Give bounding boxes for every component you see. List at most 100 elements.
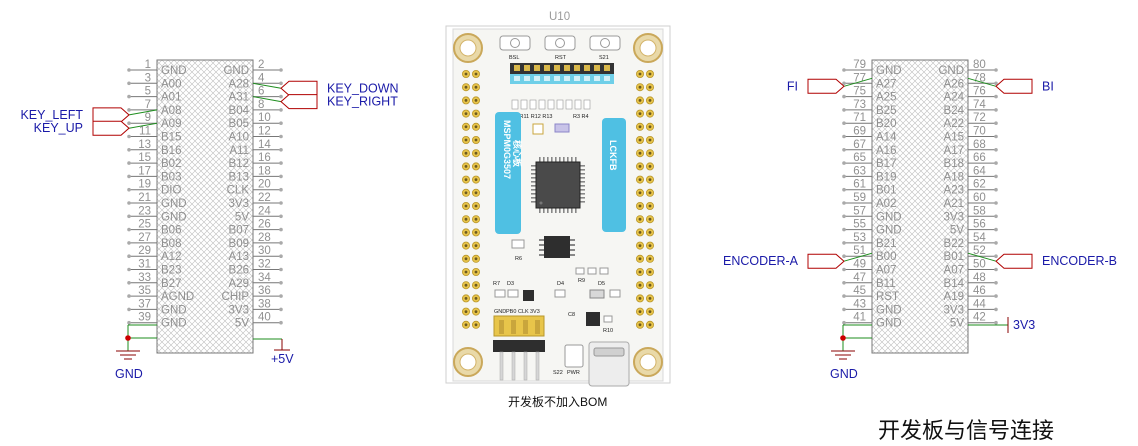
- pin-number: 37: [138, 298, 151, 310]
- pin-number: 25: [138, 219, 151, 231]
- pin-name: B01: [876, 185, 896, 197]
- pin-name: AGND: [161, 291, 194, 303]
- pin-number: 17: [138, 165, 151, 177]
- pin-number: 6: [258, 86, 264, 98]
- pin-name: B26: [229, 265, 249, 277]
- pin-number: 58: [973, 205, 986, 217]
- pin-number: 54: [973, 232, 986, 244]
- gnd-symbol-right: GND: [830, 324, 872, 381]
- pin-number: 27: [138, 232, 151, 244]
- pin-number: 42: [973, 312, 986, 324]
- pin-number: 21: [138, 192, 151, 204]
- silk-d5: D5: [598, 281, 605, 287]
- passive-parts: R6 R9 R7 D3 D4 D5 C8 R10: [493, 239, 621, 334]
- regulator-chip: [539, 236, 575, 258]
- pin-name: A21: [944, 198, 964, 210]
- pin-number: 77: [853, 72, 866, 84]
- pin-name: A23: [944, 185, 964, 197]
- pin-number: 69: [853, 126, 866, 138]
- pin-number: 47: [853, 272, 866, 284]
- pin-number: 76: [973, 86, 986, 98]
- pin-number: 24: [258, 205, 271, 217]
- pin-name: A01: [161, 92, 181, 104]
- pin-number: 49: [853, 259, 866, 271]
- pin-name: A25: [876, 92, 896, 104]
- pin-name: A10: [229, 132, 249, 144]
- pin-number: 31: [138, 259, 151, 271]
- mcu-chip: [531, 157, 585, 213]
- net-label: KEY_DOWN: [252, 80, 399, 96]
- net-label: FI: [787, 77, 873, 94]
- pin-name: GND: [161, 65, 187, 77]
- silk-d3: D3: [507, 281, 514, 287]
- pin-number: 15: [138, 152, 151, 164]
- pin-name: A15: [944, 132, 964, 144]
- pin-number: 68: [973, 139, 986, 151]
- pin-name: B21: [876, 238, 896, 250]
- pin-number: 1: [145, 59, 151, 71]
- pin-name: 3V3: [229, 304, 249, 316]
- pin-name: A11: [229, 145, 249, 157]
- pin-number: 39: [138, 312, 151, 324]
- pin-number: 5: [145, 86, 151, 98]
- pin-number: 61: [853, 179, 866, 191]
- net-label: ENCODER-B: [967, 252, 1117, 269]
- pin-number: 8: [258, 99, 264, 111]
- pin-name: B02: [161, 158, 181, 170]
- pin-name: GND: [161, 198, 187, 210]
- pin-number: 23: [138, 205, 151, 217]
- silk-d4: D4: [557, 281, 564, 287]
- pin-name: B16: [161, 145, 181, 157]
- net-label: BI: [967, 77, 1054, 94]
- pin-name: B04: [229, 105, 250, 117]
- pin-number: 73: [853, 99, 866, 111]
- pin-name: B01: [944, 251, 964, 263]
- pin-number: 38: [258, 298, 271, 310]
- pin-name: A02: [876, 198, 896, 210]
- pin-name: B19: [876, 171, 896, 183]
- pin-name: A09: [161, 118, 181, 130]
- pin-number: 70: [973, 126, 986, 138]
- left-header-body: [156, 59, 254, 354]
- pin-number: 19: [138, 179, 151, 191]
- net-label-text: BI: [1042, 79, 1054, 93]
- pin-number: 56: [973, 219, 986, 231]
- pin-name: A08: [161, 105, 181, 117]
- pin-name: A07: [876, 265, 896, 277]
- net-label: KEY_LEFT: [20, 107, 158, 123]
- pin-name: GND: [161, 304, 187, 316]
- pin-name: A07: [944, 265, 964, 277]
- pin-number: 4: [258, 72, 265, 84]
- right-header-body: [871, 59, 969, 354]
- pin-name: 5V: [950, 225, 964, 237]
- net-label-text: KEY_UP: [34, 121, 83, 135]
- pin-number: 35: [138, 285, 151, 297]
- pin-name: GND: [161, 318, 187, 330]
- tact-buttons: BSL RST S21: [499, 35, 621, 61]
- pin-number: 65: [853, 152, 866, 164]
- pin-name: A12: [161, 251, 181, 263]
- pin-name: B20: [876, 118, 896, 130]
- gnd-label-right: GND: [830, 367, 858, 381]
- mounting-holes: [453, 33, 663, 377]
- pin-number: 59: [853, 192, 866, 204]
